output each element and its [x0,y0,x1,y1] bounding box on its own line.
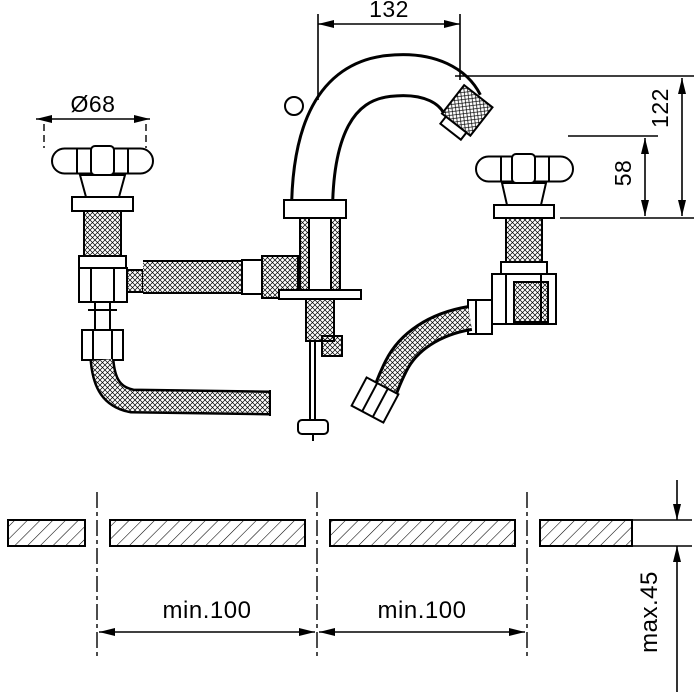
right-threaded-shank [505,217,543,263]
dim-spout-height-label: 58 [610,160,636,187]
left-flexible-hose [89,358,271,416]
left-threaded-shank [83,210,122,257]
faucet-center-body [278,199,362,441]
counter-segment [329,519,516,547]
dim-handle-diameter-label: Ø68 [71,91,116,117]
dim-deck-thickness: max.45 [632,480,692,692]
left-valve-body [78,267,128,303]
spout-base [283,199,347,219]
dim-spout-height: 58 [568,135,658,216]
dim-total-height: 122 [455,75,694,219]
right-handle-assembly [467,153,574,335]
counter-segment [539,519,633,547]
dim-deck-thickness-label: max.45 [636,571,663,653]
right-valve-outlet-nut [467,299,493,335]
dim-spacing-right: min.100 [319,597,525,636]
base-flange [278,289,362,300]
popup-rod-knob [297,419,329,435]
spout-assembly [284,53,494,215]
dim-spacing-left-label: min.100 [163,597,252,624]
left-handle-bonnet [78,174,127,198]
left-valve-outlet [126,269,144,293]
counter-segment [7,519,86,547]
counter-segment [109,519,306,547]
right-flexible-hose [350,305,473,424]
right-handle-hub [511,153,536,184]
left-compression-nut [81,329,124,361]
left-supply-hose [143,255,299,299]
left-handle-hub [90,145,115,176]
dim-spout-width: 132 [317,0,461,100]
threaded-tail [305,298,335,342]
left-handle-assembly [50,145,154,361]
spout-side-ball [284,96,304,116]
left-escutcheon [71,196,134,212]
left-hose-nut [241,259,263,295]
dim-spacing-right-label: min.100 [378,597,467,624]
dim-spacing-left: min.100 [99,597,315,636]
right-escutcheon [493,204,555,219]
aerator-outlet [438,115,468,142]
dim-handle-diameter: Ø68 [36,91,150,148]
dim-spout-width-label: 132 [369,0,409,22]
hole-centerlines [96,492,528,658]
dim-total-height-label: 122 [647,88,673,128]
tail-connector [321,335,343,357]
right-handle-bonnet [500,182,548,206]
countertop-section [7,519,633,547]
